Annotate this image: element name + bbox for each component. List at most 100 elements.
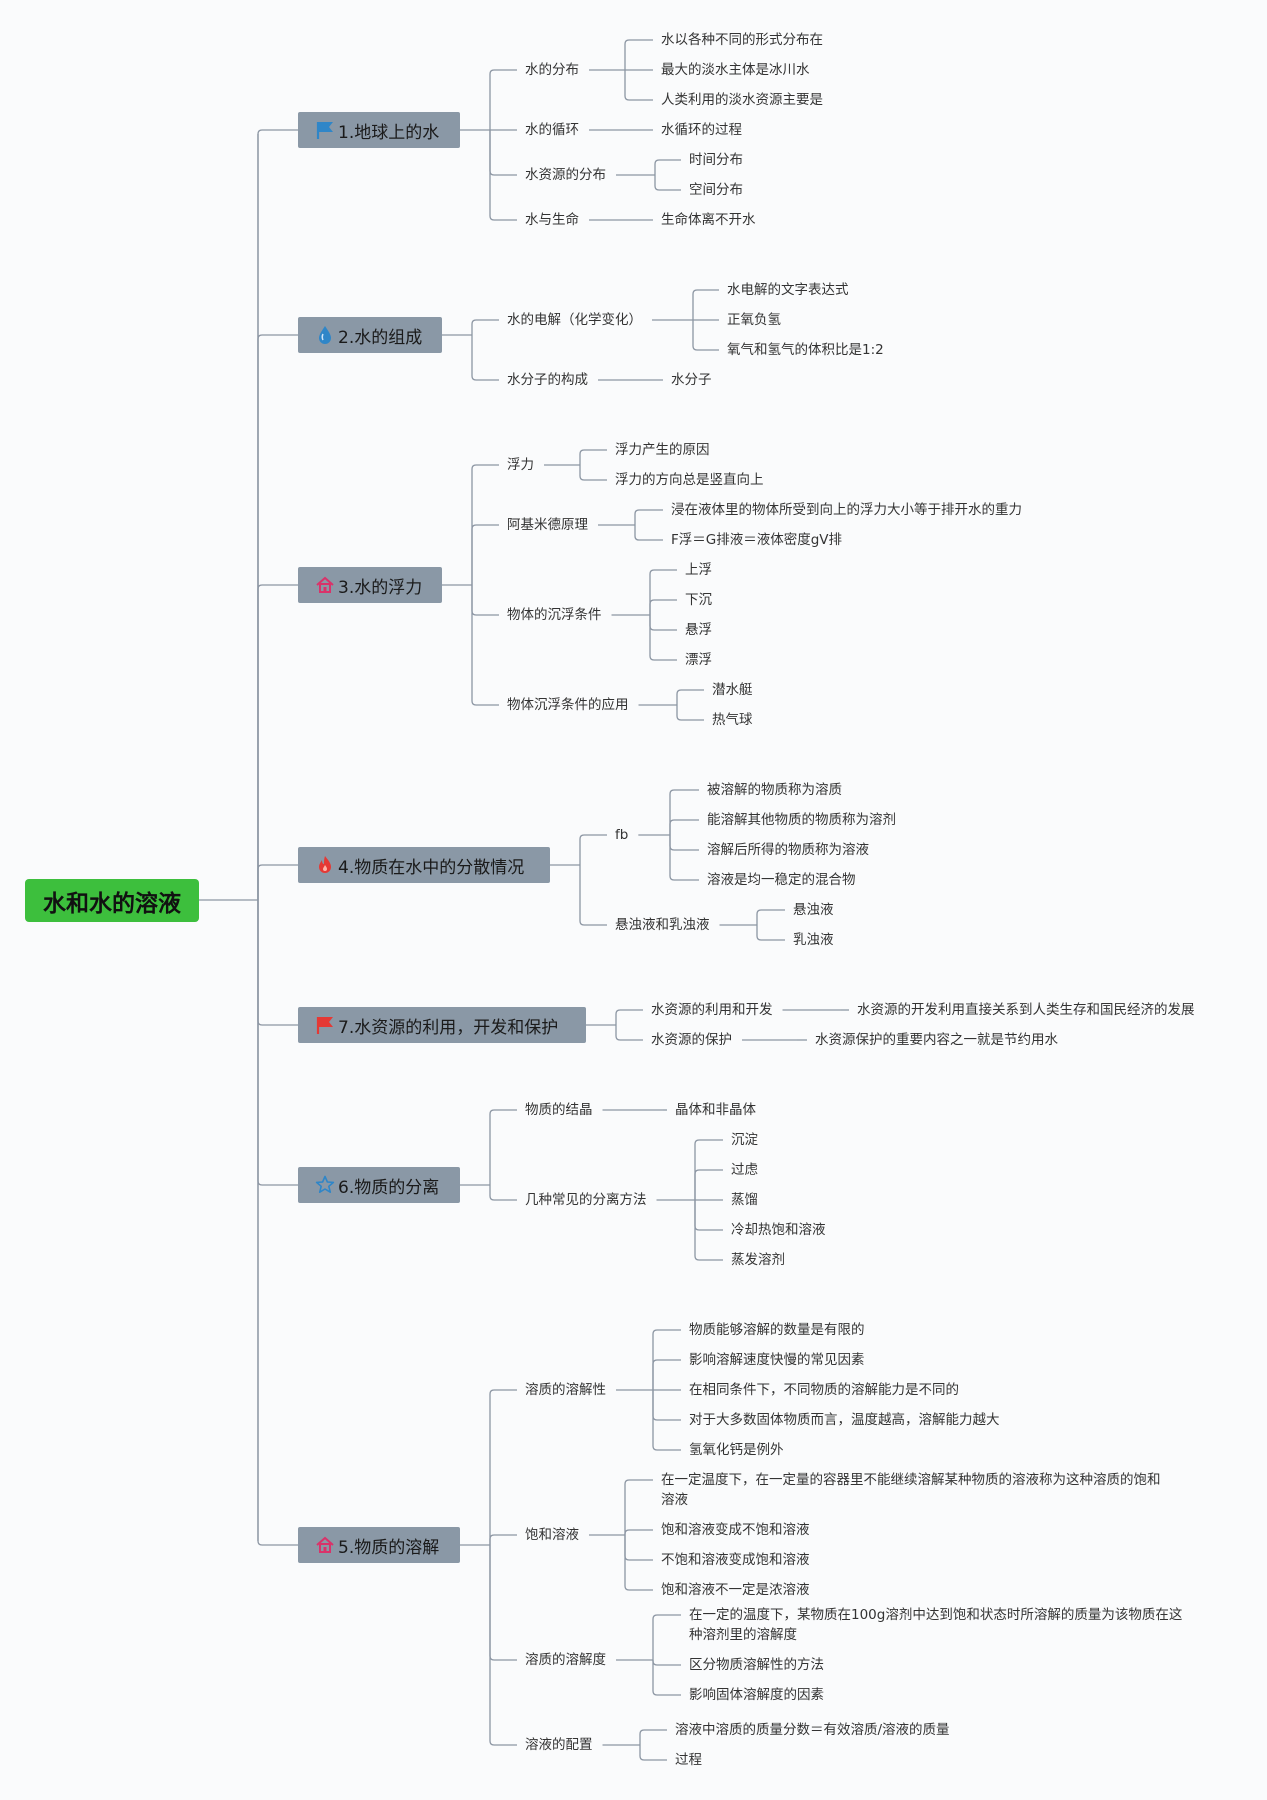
leaf-topic[interactable]: 影响固体溶解度的因素 <box>689 1687 824 1703</box>
connector-line <box>692 320 719 351</box>
leaf-topic[interactable]: 冷却热饱和溶液 <box>731 1222 826 1238</box>
leaf-topic[interactable]: 不饱和溶液变成饱和溶液 <box>661 1552 810 1568</box>
leaf-topic[interactable]: 浸在液体里的物体所受到向上的浮力大小等于排开水的重力 <box>671 502 1022 518</box>
leaf-topic[interactable]: 蒸发溶剂 <box>731 1252 785 1268</box>
leaf-topic[interactable]: 水循环的过程 <box>661 122 742 138</box>
leaf-topic[interactable]: 乳浊液 <box>793 932 834 948</box>
leaf-topic[interactable]: 对于大多数固体物质而言，温度越高，溶解能力越大 <box>689 1412 1000 1428</box>
connector-line <box>634 509 663 525</box>
leaf-topic[interactable]: 下沉 <box>685 592 712 608</box>
connector-line <box>654 175 681 191</box>
subtopic[interactable]: 水资源的分布 <box>525 167 606 183</box>
branch-topic[interactable]: 7.水资源的利用，开发和保护 <box>298 1007 586 1043</box>
connector-line <box>669 819 699 835</box>
connector-line <box>489 1545 517 1661</box>
subtopic[interactable]: 浮力 <box>507 457 534 473</box>
leaf-topic[interactable]: 浮力的方向总是竖直向上 <box>615 472 764 488</box>
leaf-topic[interactable]: 热气球 <box>712 712 753 728</box>
connector-line <box>624 1479 653 1535</box>
subtopic[interactable]: 物质的结晶 <box>525 1102 593 1118</box>
connector-line <box>471 585 499 616</box>
connector-line <box>471 464 499 585</box>
leaf-topic[interactable]: 漂浮 <box>685 652 712 668</box>
subtopic[interactable]: 水资源的保护 <box>651 1032 732 1048</box>
connector-line <box>639 1729 667 1745</box>
leaf-topic[interactable]: 生命体离不开水 <box>661 212 756 228</box>
subtopic[interactable]: 溶质的溶解度 <box>525 1652 606 1668</box>
connector-line <box>652 1660 681 1666</box>
leaf-topic[interactable]: 水分子 <box>671 372 712 388</box>
leaf-topic[interactable]: 溶液是均一稳定的混合物 <box>707 872 856 888</box>
subtopic[interactable]: 几种常见的分离方法 <box>525 1192 647 1208</box>
water-drop-icon <box>314 324 336 346</box>
leaf-topic[interactable]: 物质能够溶解的数量是有限的 <box>689 1322 865 1338</box>
leaf-topic[interactable]: 溶液中溶质的质量分数＝有效溶质/溶液的质量 <box>675 1722 950 1738</box>
connector-line <box>652 1390 681 1451</box>
subtopic[interactable]: 水的循环 <box>525 122 579 138</box>
subtopic[interactable]: 水分子的构成 <box>507 372 588 388</box>
leaf-topic[interactable]: 能溶解其他物质的物质称为溶剂 <box>707 812 896 828</box>
leaf-topic[interactable]: 晶体和非晶体 <box>675 1102 756 1118</box>
leaf-topic[interactable]: 悬浮 <box>685 622 712 638</box>
leaf-topic[interactable]: 氢氧化钙是例外 <box>689 1442 784 1458</box>
leaf-topic[interactable]: 空间分布 <box>689 182 743 198</box>
leaf-topic[interactable]: 浮力产生的原因 <box>615 442 710 458</box>
root-topic[interactable]: 水和水的溶液 <box>25 879 199 922</box>
leaf-topic[interactable]: 过虑 <box>731 1162 758 1178</box>
connector-line <box>624 70 653 101</box>
leaf-topic[interactable]: 溶解后所得的物质称为溶液 <box>707 842 869 858</box>
leaf-topic[interactable]: 在一定的温度下，某物质在100g溶剂中达到饱和状态时所溶解的质量为该物质在这种溶… <box>689 1607 1183 1643</box>
subtopic[interactable]: fb <box>615 827 629 843</box>
subtopic[interactable]: 悬浊液和乳浊液 <box>615 917 710 933</box>
leaf-topic[interactable]: 氧气和氢气的体积比是1:2 <box>727 342 884 358</box>
leaf-topic[interactable]: 区分物质溶解性的方法 <box>689 1657 824 1673</box>
connector-line <box>257 900 298 1026</box>
leaf-topic[interactable]: 悬浊液 <box>793 902 834 918</box>
branch-topic[interactable]: 3.水的浮力 <box>298 567 442 603</box>
subtopic[interactable]: 物体沉浮条件的应用 <box>507 697 629 713</box>
connector-line <box>489 69 517 130</box>
connector-line <box>257 900 298 1546</box>
branch-topic[interactable]: 4.物质在水中的分散情况 <box>298 847 550 883</box>
subtopic[interactable]: 水的电解（化学变化） <box>507 312 642 328</box>
leaf-topic[interactable]: 人类利用的淡水资源主要是 <box>661 92 823 108</box>
leaf-topic[interactable]: 影响溶解速度快慢的常见因素 <box>689 1352 865 1368</box>
leaf-topic[interactable]: 沉淀 <box>731 1132 758 1148</box>
connector-line <box>694 1169 723 1200</box>
branch-topic[interactable]: 2.水的组成 <box>298 317 442 353</box>
branch-topic[interactable]: 1.地球上的水 <box>298 112 460 148</box>
leaf-topic[interactable]: 被溶解的物质称为溶质 <box>707 782 842 798</box>
leaf-topic[interactable]: 上浮 <box>685 562 712 578</box>
subtopic[interactable]: 物体的沉浮条件 <box>507 607 602 623</box>
leaf-topic[interactable]: 潜水艇 <box>712 682 753 698</box>
leaf-topic[interactable]: 正氧负氢 <box>727 312 781 328</box>
subtopic[interactable]: 水与生命 <box>525 212 579 228</box>
leaf-topic[interactable]: F浮＝G排液＝液体密度gV排 <box>671 532 843 548</box>
leaf-topic[interactable]: 在一定温度下，在一定量的容器里不能继续溶解某种物质的溶液称为这种溶质的饱和溶液 <box>661 1472 1161 1508</box>
subtopic[interactable]: 饱和溶液 <box>525 1527 579 1543</box>
leaf-topic[interactable]: 水以各种不同的形式分布在 <box>661 32 823 48</box>
flag-icon <box>314 1014 336 1036</box>
subtopic[interactable]: 溶液的配置 <box>525 1737 593 1753</box>
leaf-topic[interactable]: 饱和溶液不一定是浓溶液 <box>661 1582 810 1598</box>
connector-line <box>471 335 499 381</box>
branch-topic[interactable]: 5.物质的溶解 <box>298 1527 460 1563</box>
leaf-topic[interactable]: 蒸馏 <box>731 1192 758 1208</box>
subtopic[interactable]: 溶质的溶解性 <box>525 1382 606 1398</box>
subtopic[interactable]: 阿基米德原理 <box>507 517 588 533</box>
leaf-topic[interactable]: 水电解的文字表达式 <box>727 282 849 298</box>
connector-line <box>489 1545 517 1746</box>
leaf-topic[interactable]: 时间分布 <box>689 152 743 168</box>
leaf-topic[interactable]: 过程 <box>675 1752 702 1768</box>
leaf-topic[interactable]: 水资源保护的重要内容之一就是节约用水 <box>815 1032 1058 1048</box>
subtopic[interactable]: 水资源的利用和开发 <box>651 1002 773 1018</box>
leaf-topic[interactable]: 饱和溶液变成不饱和溶液 <box>661 1522 810 1538</box>
branch-topic[interactable]: 6.物质的分离 <box>298 1167 460 1203</box>
connector-line <box>615 1025 643 1041</box>
leaf-topic[interactable]: 水资源的开发利用直接关系到人类生存和国民经济的发展 <box>857 1002 1195 1018</box>
connector-line <box>257 334 298 900</box>
subtopic[interactable]: 水的分布 <box>525 62 579 78</box>
leaf-topic[interactable]: 在相同条件下，不同物质的溶解能力是不同的 <box>689 1382 959 1398</box>
leaf-topic[interactable]: 最大的淡水主体是冰川水 <box>661 62 810 78</box>
connector-line <box>489 1109 517 1185</box>
